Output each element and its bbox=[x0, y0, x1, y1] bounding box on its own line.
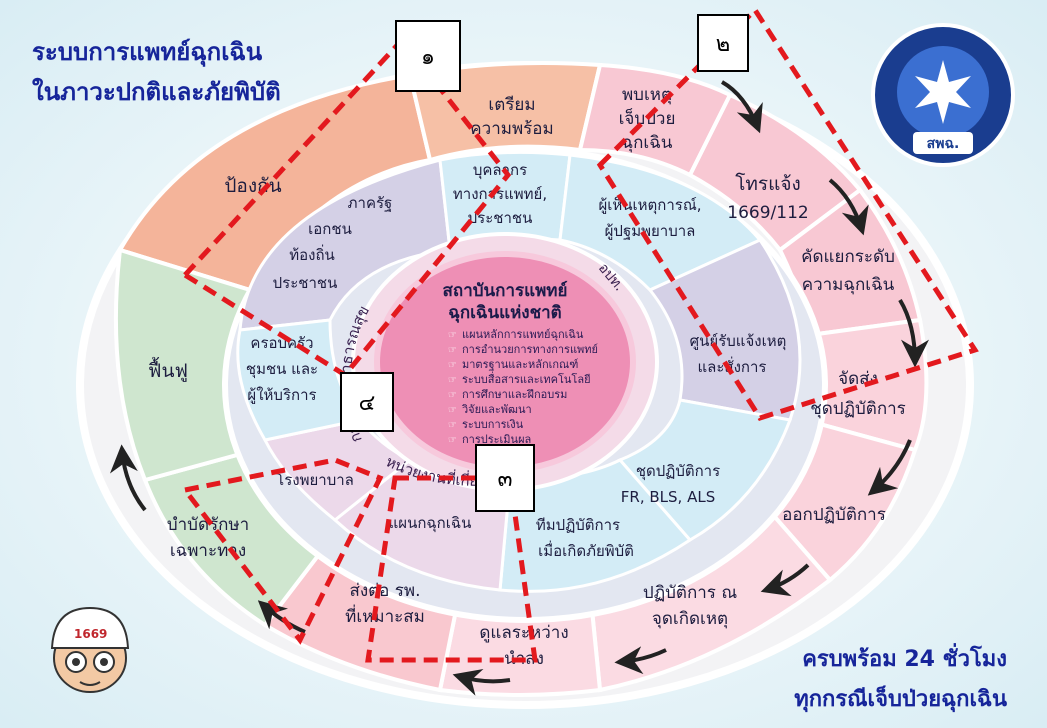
center-item: การศึกษาและฝึกอบรม bbox=[462, 388, 567, 401]
list-bullet-icon: ☞ bbox=[448, 360, 457, 371]
label-personnel-3: ประชาชน bbox=[468, 209, 533, 227]
label-found-3: ฉุกเฉิน bbox=[622, 133, 673, 153]
label-witness-1: ผู้เห็นเหตุการณ์, bbox=[598, 195, 701, 215]
list-bullet-icon: ☞ bbox=[448, 330, 457, 341]
center-item: มาตรฐานและหลักเกณฑ์ bbox=[462, 358, 578, 371]
label-disaster-2: เมื่อเกิดภัยพิบัติ bbox=[538, 540, 634, 560]
label-refer-1: ส่งต่อ รพ. bbox=[349, 581, 420, 601]
label-sectors-4: ประชาชน bbox=[273, 274, 338, 292]
label-sectors-3: ท้องถิ่น bbox=[289, 244, 335, 264]
center-item: การประเมินผล bbox=[462, 433, 531, 446]
arrow-9 bbox=[109, 444, 147, 512]
footer-tagline: ครบพร้อม 24 ชั่วโมง ทุกกรณีเจ็บป่วยฉุกเฉ… bbox=[794, 640, 1007, 720]
label-prepare-2: ความพร้อม bbox=[470, 119, 553, 139]
label-witness-2: ผู้ปฐมพยาบาล bbox=[605, 222, 696, 240]
page-title-line2: ในภาวะปกติและภัยพิบัติ bbox=[32, 78, 281, 106]
footer-line1: ครบพร้อม 24 ชั่วโมง bbox=[802, 647, 1007, 672]
arrow-7 bbox=[452, 668, 511, 696]
label-scene-2: จุดเกิดเหตุ bbox=[652, 609, 728, 629]
label-prepare-1: เตรียม bbox=[488, 95, 535, 115]
label-recover: ฟื้นฟู bbox=[148, 357, 188, 382]
label-operate: ออกปฏิบัติการ bbox=[782, 505, 886, 525]
focus-region-4 bbox=[180, 457, 384, 645]
page-title: ระบบการแพทย์ฉุกเฉิน ในภาวะปกติและภัยพิบั… bbox=[32, 32, 281, 112]
center-title-2: ฉุกเฉินแห่งชาติ bbox=[448, 303, 561, 323]
label-teams-2: FR, BLS, ALS bbox=[621, 488, 715, 506]
label-personnel-2: ทางการแพทย์, bbox=[453, 185, 547, 203]
label-disaster-1: ทีมปฏิบัติการ bbox=[536, 516, 620, 534]
arrow-2 bbox=[828, 178, 869, 236]
label-care-1: ดูแลระหว่าง bbox=[479, 623, 568, 643]
label-er: แผนกฉุกเฉิน bbox=[389, 514, 472, 533]
label-center-2: และสั่งการ bbox=[698, 356, 767, 376]
center-item: ระบบการเงิน bbox=[462, 418, 524, 431]
label-triage-2: ความฉุกเฉิน bbox=[802, 275, 895, 295]
marker-1: ๑ bbox=[395, 20, 461, 92]
list-bullet-icon: ☞ bbox=[448, 390, 457, 401]
center-items: ☞ แผนหลักการแพทย์ฉุกเฉิน ☞ การอำนวยการทางกา… bbox=[448, 328, 598, 446]
label-center-1: ศูนย์รับแจ้งเหตุ bbox=[690, 332, 787, 351]
label-triage-1: คัดแยกระดับ bbox=[801, 247, 895, 267]
label-call-2: 1669/112 bbox=[727, 203, 808, 223]
label-sectors-2: เอกชน bbox=[308, 220, 352, 238]
marker-4: ๔ bbox=[340, 372, 394, 432]
label-family-3: ผู้ให้บริการ bbox=[247, 386, 316, 404]
marker-3: ๓ bbox=[475, 444, 535, 512]
center-item: การอำนวยการทางการแพทย์ bbox=[462, 343, 598, 356]
marker-2: ๒ bbox=[697, 14, 749, 72]
focus-region-1 bbox=[181, 36, 512, 379]
label-teams-1: ชุดปฏิบัติการ bbox=[636, 462, 720, 481]
page-title-line1: ระบบการแพทย์ฉุกเฉิน bbox=[32, 38, 263, 66]
label-sectors-1: ภาครัฐ bbox=[348, 194, 393, 212]
mascot-badge: 1669 bbox=[74, 627, 107, 641]
arrow-5 bbox=[760, 563, 810, 597]
arrow-1 bbox=[720, 80, 763, 134]
label-definitive-2: เฉพาะทาง bbox=[170, 541, 246, 561]
focus-region-3 bbox=[365, 475, 538, 663]
label-scene-1: ปฏิบัติการ ณ bbox=[643, 583, 737, 603]
center-item: วิจัยและพัฒนา bbox=[461, 403, 532, 416]
label-hospital: โรงพยาบาล bbox=[276, 471, 354, 489]
star-of-life-icon bbox=[915, 60, 971, 124]
niems-logo: สพฉ. bbox=[871, 23, 1015, 167]
logo-abbr: สพฉ. bbox=[927, 136, 960, 152]
list-bullet-icon: ☞ bbox=[448, 345, 457, 356]
center-item: ระบบสื่อสารและเทคโนโลยี bbox=[462, 371, 591, 386]
list-bullet-icon: ☞ bbox=[448, 375, 457, 386]
label-call-1: โทรแจ้ง bbox=[735, 172, 801, 195]
arrow-4 bbox=[867, 439, 912, 496]
list-bullet-icon: ☞ bbox=[448, 435, 457, 446]
list-bullet-icon: ☞ bbox=[448, 420, 457, 431]
mascot-rescuer-icon: 1669 bbox=[50, 606, 130, 693]
arrow-3 bbox=[898, 298, 929, 368]
label-prevent: ป้องกัน bbox=[224, 175, 281, 197]
label-definitive-1: บำบัดรักษา bbox=[167, 515, 249, 535]
inner-sector-sectors bbox=[238, 158, 452, 332]
footer-line2: ทุกกรณีเจ็บป่วยฉุกเฉิน bbox=[794, 687, 1007, 712]
label-found-1: พบเหตุ bbox=[622, 85, 672, 105]
label-refer-2: ที่เหมาะสม bbox=[345, 604, 425, 627]
center-title-1: สถาบันการแพทย์ bbox=[443, 280, 568, 301]
label-family-2: ชุมชน และ bbox=[246, 360, 318, 379]
label-dispatch-1: จัดส่ง bbox=[838, 369, 878, 389]
label-personnel-1: บุคลากร bbox=[473, 161, 527, 180]
list-bullet-icon: ☞ bbox=[448, 405, 457, 416]
center-item: แผนหลักการแพทย์ฉุกเฉิน bbox=[462, 328, 584, 341]
focus-region-2 bbox=[596, 6, 979, 421]
label-dispatch-2: ชุดปฏิบัติการ bbox=[810, 399, 906, 419]
arrow-6 bbox=[614, 646, 667, 675]
